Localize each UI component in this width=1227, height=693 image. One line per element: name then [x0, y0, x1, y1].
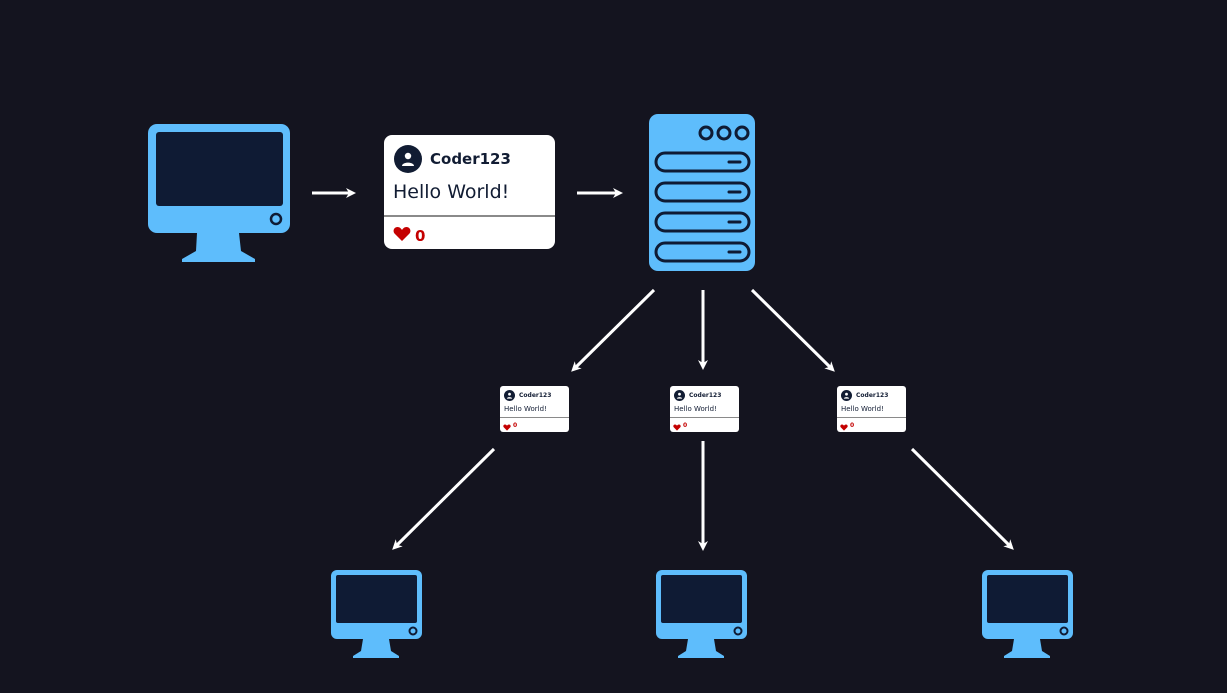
post-card-copy-left: Coder123 Hello World! 0	[500, 386, 569, 432]
user-icon	[674, 390, 685, 401]
post-message: Hello World!	[504, 405, 547, 413]
post-username: Coder123	[430, 150, 511, 168]
user-icon	[394, 145, 422, 173]
post-header: Coder123	[500, 386, 569, 401]
post-card: Coder123 Hello World! 0	[384, 135, 555, 249]
post-header: Coder123	[837, 386, 906, 401]
heart-icon	[840, 416, 848, 433]
arrow-server-to-copy-right	[750, 288, 835, 372]
post-card-copy-right: Coder123 Hello World! 0	[837, 386, 906, 432]
heart-icon	[673, 416, 681, 433]
post-header: Coder123	[384, 135, 555, 173]
post-message: Hello World!	[841, 405, 884, 413]
client-computer-icon-left	[331, 570, 422, 658]
post-footer: 0	[384, 215, 555, 249]
like-count: 0	[415, 227, 426, 245]
like-count: 0	[513, 421, 518, 429]
post-username: Coder123	[519, 392, 552, 399]
arrow-copy-to-client-right	[910, 447, 1014, 550]
client-computer-icon-center	[656, 570, 747, 658]
post-card-copy-center: Coder123 Hello World! 0	[670, 386, 739, 432]
like-count: 0	[850, 421, 855, 429]
post-footer: 0	[500, 416, 569, 433]
server-icon	[649, 114, 755, 271]
heart-icon	[503, 416, 511, 433]
post-username: Coder123	[689, 392, 722, 399]
post-message: Hello World!	[674, 405, 717, 413]
arrow-copy-to-client-left	[392, 447, 496, 550]
post-message: Hello World!	[393, 181, 510, 203]
post-footer: 0	[670, 416, 739, 433]
post-header: Coder123	[670, 386, 739, 401]
post-footer: 0	[837, 416, 906, 433]
post-username: Coder123	[856, 392, 889, 399]
source-computer-icon	[148, 124, 290, 262]
client-computer-icon-right	[982, 570, 1073, 658]
user-icon	[504, 390, 515, 401]
user-icon	[841, 390, 852, 401]
heart-icon	[393, 226, 411, 246]
arrow-server-to-copy-left	[571, 288, 656, 372]
like-count: 0	[683, 421, 688, 429]
